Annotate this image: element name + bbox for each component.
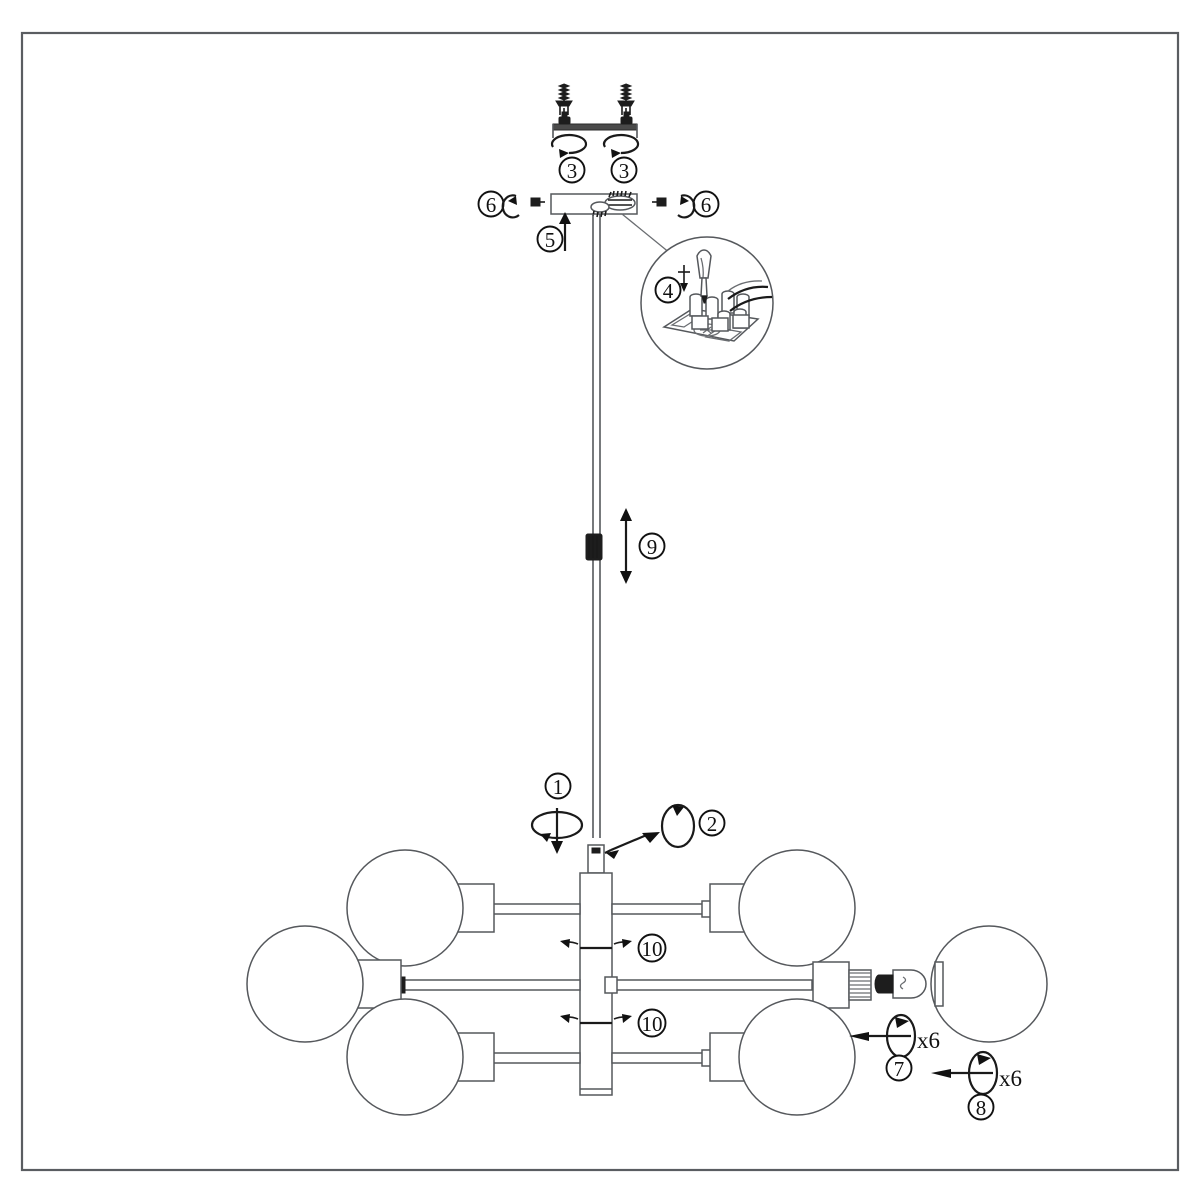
step-9-badge: 9: [638, 532, 666, 560]
screwdriver-icon: [696, 249, 712, 304]
step-6-left-label: 6: [486, 193, 497, 217]
step-6-right-rotation-arrow: [677, 194, 696, 219]
step-7-multiplier: x6: [917, 1028, 940, 1053]
step-10-upper-badge: 10: [637, 933, 667, 963]
step-7-rotation-arrow: [849, 1013, 917, 1059]
insert-arrow: [678, 265, 690, 292]
step-8-label: 8: [976, 1096, 987, 1120]
step-10-lower-label: 10: [642, 1012, 663, 1036]
step-9-double-arrow: [620, 508, 632, 584]
arm-left-lower: [457, 1032, 581, 1082]
globe-left-upper: [346, 849, 464, 967]
step-10-lower-arrows: [560, 1014, 632, 1023]
globe-right-upper: [738, 849, 856, 967]
step-4-label: 4: [663, 279, 674, 303]
wall-plug-right: [617, 83, 635, 116]
step-3-left-badge: 3: [558, 156, 586, 184]
bracket-screw-left: [558, 111, 571, 125]
step-10-upper-label: 10: [642, 937, 663, 961]
step-3-right-label: 3: [619, 159, 630, 183]
bracket-screw-right: [620, 111, 633, 125]
step-8-rotation-arrow: [931, 1050, 999, 1096]
step-3-right-rotation-arrow: [602, 133, 640, 158]
bulb-icon: [874, 969, 927, 999]
cord-grip: [585, 533, 603, 561]
globe-left-lower: [346, 998, 464, 1116]
step-5-label: 5: [545, 228, 556, 252]
arm-right-lower: [611, 1032, 747, 1082]
globe-detached-shade: [930, 925, 1048, 1043]
step-8-multiplier: x6: [999, 1066, 1022, 1091]
detail-circle-step-4: 4: [640, 236, 774, 370]
step-10-lower-badge: 10: [637, 1008, 667, 1038]
arm-right-upper: [611, 883, 747, 933]
cable-entry-coil: [590, 201, 610, 218]
step-5-badge: 5: [536, 225, 564, 253]
step-7-badge: 7: [885, 1054, 913, 1082]
arm-right-middle: [604, 961, 872, 1009]
step-1-badge: 1: [544, 772, 572, 800]
step-6-right-label: 6: [701, 193, 712, 217]
terminal-block-small: [604, 190, 636, 211]
suspension-cable: [592, 214, 601, 838]
step-3-left-rotation-arrow: [550, 133, 588, 158]
hex-key-icon: [604, 832, 660, 859]
step-3-right-badge: 3: [610, 156, 638, 184]
step-2-label: 2: [707, 812, 718, 836]
step-6-left-screw-icon: [530, 197, 545, 207]
step-6-right-screw-icon: [652, 197, 667, 207]
step-9-label: 9: [647, 535, 658, 559]
step-10-upper-arrows: [560, 939, 632, 948]
terminal-sockets: [689, 290, 750, 332]
step-8-badge: 8: [967, 1093, 995, 1121]
step-2-badge: 2: [698, 809, 726, 837]
wall-plug-left: [555, 83, 573, 116]
socket-thread: [848, 969, 872, 1001]
globe-right-lower: [738, 998, 856, 1116]
column-top-stub: [587, 844, 605, 874]
step-6-left-rotation-arrow: [501, 194, 520, 219]
mounting-bracket: [552, 123, 638, 138]
globe-left-middle: [246, 925, 364, 1043]
arm-left-upper: [457, 883, 581, 933]
step-2-rotation-arrow: [660, 803, 696, 849]
step-4-badge: 4: [654, 276, 682, 304]
step-5-up-arrow: [559, 212, 571, 251]
step-6-right-badge: 6: [692, 190, 720, 218]
step-6-left-badge: 6: [477, 190, 505, 218]
step-1-label: 1: [553, 775, 564, 799]
step-7-label: 7: [894, 1057, 905, 1081]
step-1-rotation-arrow: [530, 808, 584, 854]
step-3-left-label: 3: [567, 159, 578, 183]
sheet-border: [20, 31, 1180, 1172]
